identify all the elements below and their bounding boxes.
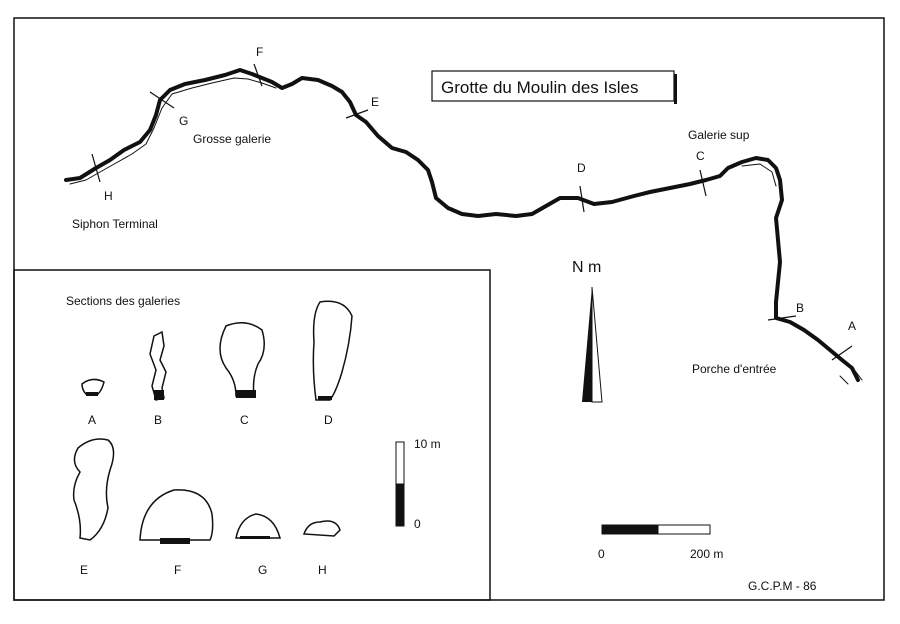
label-siphon-terminal: Siphon Terminal bbox=[72, 217, 158, 231]
section-e-shape bbox=[72, 438, 115, 541]
section-label-b: B bbox=[154, 413, 162, 427]
vertical-scale-top: 10 m bbox=[414, 437, 441, 451]
scale-bar-end: 200 m bbox=[690, 547, 723, 561]
section-label-c: C bbox=[240, 413, 249, 427]
station-label-e: E bbox=[371, 95, 379, 109]
label-galerie-sup: Galerie sup bbox=[688, 128, 750, 142]
section-label-g: G bbox=[258, 563, 267, 577]
map-title: Grotte du Moulin des Isles bbox=[441, 78, 638, 97]
station-label-d: D bbox=[577, 161, 586, 175]
map-frame bbox=[13, 17, 885, 601]
scale-bar-start: 0 bbox=[598, 547, 605, 561]
station-label-b: B bbox=[796, 301, 804, 315]
title-box bbox=[431, 70, 675, 102]
scale-bar bbox=[601, 524, 711, 535]
station-ticks bbox=[91, 63, 853, 361]
inset-title: Sections des galeries bbox=[66, 294, 180, 308]
section-a-shape bbox=[81, 378, 105, 396]
label-grosse-galerie: Grosse galerie bbox=[193, 132, 271, 146]
station-label-c: C bbox=[696, 149, 705, 163]
vertical-scale-bottom: 0 bbox=[414, 517, 421, 531]
section-g-shape bbox=[235, 513, 281, 539]
section-h-shape bbox=[302, 520, 341, 537]
station-label-a: A bbox=[848, 319, 856, 333]
station-label-f: F bbox=[256, 45, 263, 59]
label-porche-entree: Porche d'entrée bbox=[692, 362, 777, 376]
section-b-shape bbox=[149, 330, 167, 401]
section-label-f: F bbox=[174, 563, 181, 577]
cave-passage bbox=[64, 68, 863, 385]
north-label: N m bbox=[572, 259, 601, 276]
section-label-a: A bbox=[88, 413, 96, 427]
section-label-d: D bbox=[324, 413, 333, 427]
vertical-scale-bar bbox=[395, 441, 405, 527]
north-arrow-icon bbox=[582, 286, 603, 403]
station-label-g: G bbox=[179, 114, 188, 128]
section-c-shape bbox=[219, 322, 265, 398]
section-f-shape bbox=[139, 489, 214, 544]
inset-frame bbox=[13, 269, 491, 601]
title-box-shadow bbox=[674, 74, 677, 104]
credit-label: G.C.P.M - 86 bbox=[748, 579, 817, 593]
section-d-shape bbox=[312, 300, 353, 401]
section-label-e: E bbox=[80, 563, 88, 577]
station-label-h: H bbox=[104, 189, 113, 203]
section-label-h: H bbox=[318, 563, 327, 577]
